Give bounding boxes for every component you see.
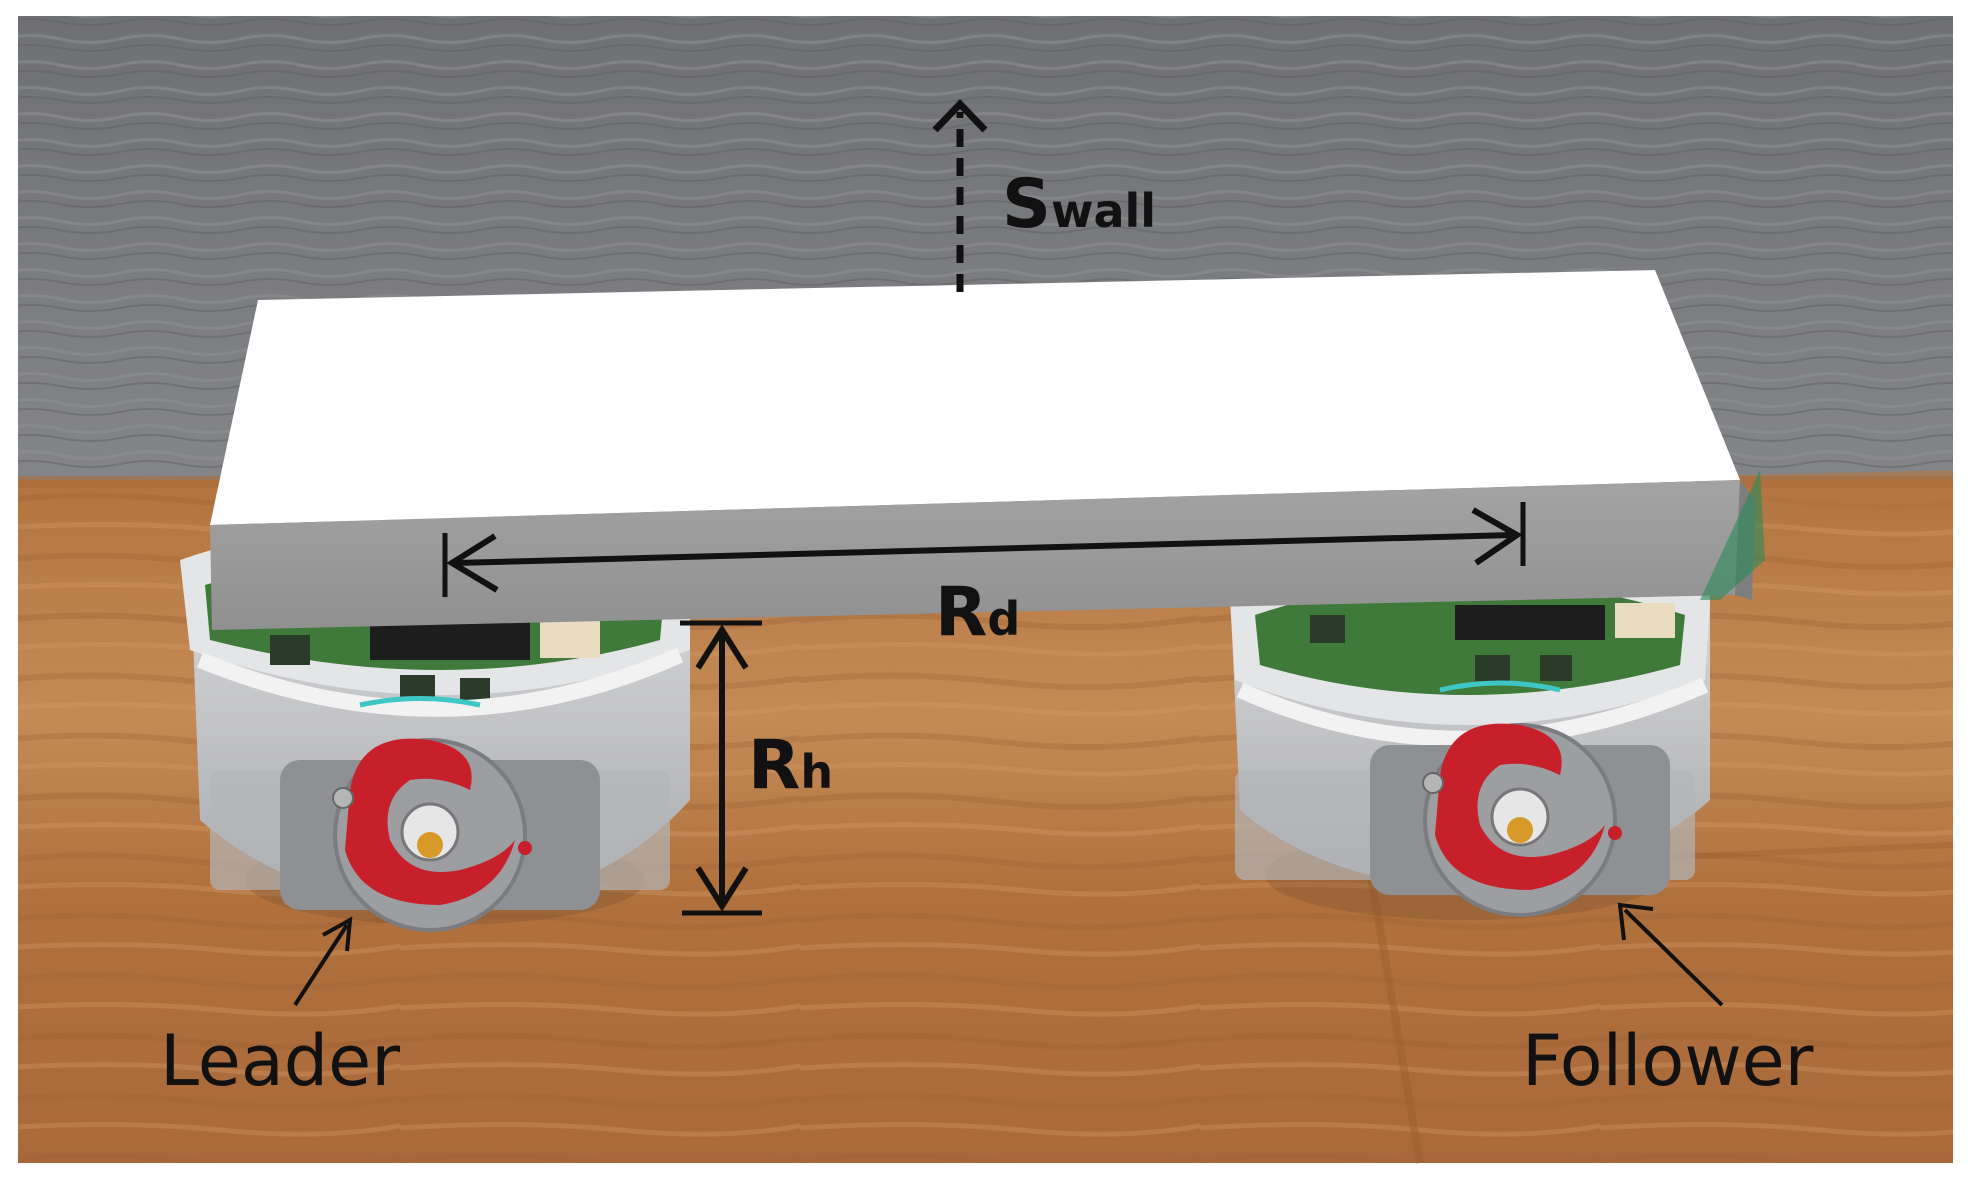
- distance-symbol-label: Rd: [935, 573, 1020, 652]
- wall-direction-arrow: [932, 98, 988, 292]
- distance-dimension-arrow: [442, 502, 1526, 597]
- follower-label: Follower: [1522, 1020, 1814, 1102]
- height-dimension-arrow: [680, 620, 762, 916]
- height-symbol-label: Rh: [748, 726, 833, 805]
- follower-robot: [1230, 555, 1710, 920]
- leader-label: Leader: [160, 1020, 400, 1102]
- leader-pointer-arrow: [293, 916, 353, 1007]
- follower-pointer-arrow: [1617, 902, 1724, 1007]
- wall-symbol-label: Swall: [1002, 165, 1156, 244]
- transported-box: [210, 270, 1765, 630]
